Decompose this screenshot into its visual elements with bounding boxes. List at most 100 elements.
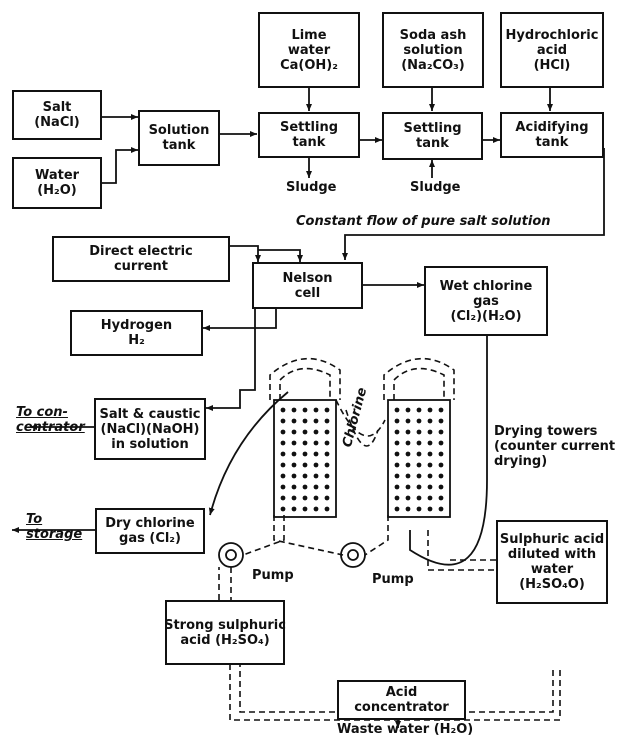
- tower-2-packing-dot: [427, 484, 433, 490]
- hydrochloric-acid-box: Hydrochloric acid (HCl): [500, 12, 604, 88]
- soda-ash-line-3: (Na₂CO₃): [401, 57, 465, 73]
- tower-1-packing-dot: [313, 484, 319, 490]
- tower-2-packing-dot: [405, 473, 411, 479]
- dry-chlorine-box: Dry chlorine gas (Cl₂): [95, 508, 205, 554]
- tower-1-packing-dot: [302, 440, 308, 446]
- hcl-line-1: Hydrochloric: [505, 27, 599, 43]
- tower-1-packing-dot: [291, 407, 297, 413]
- tower-1-packing-dot: [324, 462, 330, 468]
- wet-chlorine-line-1: Wet chlorine: [439, 278, 533, 294]
- sulphuric-diluted-line-3: water: [530, 562, 574, 577]
- cell-to-caustic-arrow: [206, 309, 256, 411]
- tower-1-packing-dot: [324, 451, 330, 457]
- water-to-solution-arrow: [102, 147, 138, 184]
- tower-2-packing-dot: [405, 484, 411, 490]
- pump-1: [218, 542, 244, 568]
- sulphuric-diluted-line-2: diluted with: [507, 547, 597, 562]
- tower-1-packing-dot: [302, 418, 308, 424]
- tower-2-packing-dot: [416, 418, 422, 424]
- tower-2-packing-dot: [427, 407, 433, 413]
- tower-1-packing-dot: [291, 506, 297, 512]
- tower-2-packing-dot: [438, 418, 444, 424]
- nelson-cell-line-1: Nelson: [282, 270, 333, 286]
- tower-1-packing-dot: [291, 440, 297, 446]
- tower-1-packing-dot: [302, 462, 308, 468]
- tower-2-packing-dot: [405, 495, 411, 501]
- strong-sulphuric-line-1: Strong sulphuric: [164, 617, 286, 633]
- soda-ash-line-2: solution: [403, 42, 463, 58]
- settling-tank-1-line-2: tank: [292, 135, 326, 150]
- tower-2-packing-dot: [427, 495, 433, 501]
- tower-2-packing-dot: [438, 473, 444, 479]
- sludge-1-label: Sludge: [286, 180, 337, 195]
- tower-2-packing-dot: [427, 473, 433, 479]
- waste-water-label: Waste water (H₂O): [337, 722, 474, 737]
- tower-2-packing-dot: [394, 407, 400, 413]
- settling-tank-1-box: Settling tank: [258, 112, 360, 158]
- tower-2-packing-dot: [438, 429, 444, 435]
- wet-chlorine-to-tower-line: [409, 335, 488, 566]
- tower-1-packing-dot: [302, 407, 308, 413]
- acid-loop-2: [393, 367, 445, 400]
- settling-tank-2-box: Settling tank: [382, 112, 483, 160]
- tower-1-packing-dot: [291, 418, 297, 424]
- tower-1-packing-dot: [280, 440, 286, 446]
- sulphuric-diluted-line-4: (H₂SO₄O): [519, 577, 585, 592]
- sludge-2-label: Sludge: [410, 180, 461, 195]
- hydrogen-line-1: Hydrogen: [100, 318, 173, 333]
- tower-2-packing-dot: [405, 506, 411, 512]
- tower-2-packing-dot: [394, 495, 400, 501]
- wet-chlorine-line-3: (Cl₂)(H₂O): [450, 308, 522, 324]
- tower-2-packing-dot: [427, 451, 433, 457]
- pure-salt-to-cell-arrow: [342, 148, 605, 260]
- salt-line-2: (NaCl): [34, 115, 80, 130]
- tower-2-packing-dot: [394, 451, 400, 457]
- solution-tank-line-2: tank: [162, 138, 196, 153]
- to-concentrator-line-1: To con-: [16, 405, 68, 420]
- wet-chlorine-box: Wet chlorine gas (Cl₂)(H₂O): [424, 266, 548, 336]
- tower-1-packing-dot: [302, 484, 308, 490]
- tower-1-packing-dot: [291, 495, 297, 501]
- tower-2-packing-dot: [438, 407, 444, 413]
- tower-2-packing-dot: [427, 440, 433, 446]
- pump-2: [340, 542, 366, 568]
- tower-1-packing-dot: [324, 407, 330, 413]
- lime-water-line-1: Lime: [291, 27, 327, 43]
- tower-1-packing-dot: [313, 495, 319, 501]
- pump-1-label: Pump: [252, 568, 294, 583]
- nelson-cell-line-2: cell: [294, 285, 321, 301]
- water-line-2: (H₂O): [37, 183, 77, 198]
- tower-2-packing-dot: [438, 506, 444, 512]
- constant-flow-label: Constant flow of pure salt solution: [296, 214, 551, 229]
- tower-2-packing-dot: [394, 418, 400, 424]
- tower-2-packing-dot: [427, 506, 433, 512]
- tower-1-packing-dot: [280, 462, 286, 468]
- acidifying-tank-box: Acidifying tank: [500, 112, 604, 158]
- salt-caustic-line-3: in solution: [111, 436, 189, 452]
- hydrogen-box: Hydrogen H₂: [70, 310, 203, 356]
- drying-towers-line-2: (counter current: [494, 439, 616, 454]
- to-concentrator-line-2: centrator: [16, 420, 85, 435]
- current-to-cell-arrow-2: [258, 249, 303, 262]
- tower-2-packing-dot: [416, 462, 422, 468]
- tower-2-packing-dot: [394, 473, 400, 479]
- nelson-cell-box: Nelson cell: [252, 262, 363, 309]
- lime-water-line-3: Ca(OH)₂: [280, 57, 338, 73]
- acid-concentrator-line-1: Acid: [385, 685, 418, 700]
- tower-2-packing-dot: [438, 451, 444, 457]
- tower-1-packing-dot: [291, 451, 297, 457]
- tower-1-packing-dot: [280, 506, 286, 512]
- soda-ash-box: Soda ash solution (Na₂CO₃): [382, 12, 484, 88]
- tower-1-packing-dot: [324, 506, 330, 512]
- salt-box: Salt (NaCl): [12, 90, 102, 140]
- drying-towers-label: Drying towers (counter current drying): [494, 424, 615, 469]
- tower-1-packing-dot: [280, 484, 286, 490]
- tower-1-packing-dot: [291, 429, 297, 435]
- acid-loop-1: [279, 367, 331, 400]
- drying-towers-line-3: drying): [494, 454, 548, 469]
- tower-2-packing-dot: [427, 418, 433, 424]
- tower-1-packing-dot: [313, 440, 319, 446]
- current-to-cell-arrow-1: [230, 245, 261, 262]
- strong-sulphuric-line-2: acid (H₂SO₄): [180, 632, 270, 648]
- direct-current-line-2: current: [113, 259, 169, 274]
